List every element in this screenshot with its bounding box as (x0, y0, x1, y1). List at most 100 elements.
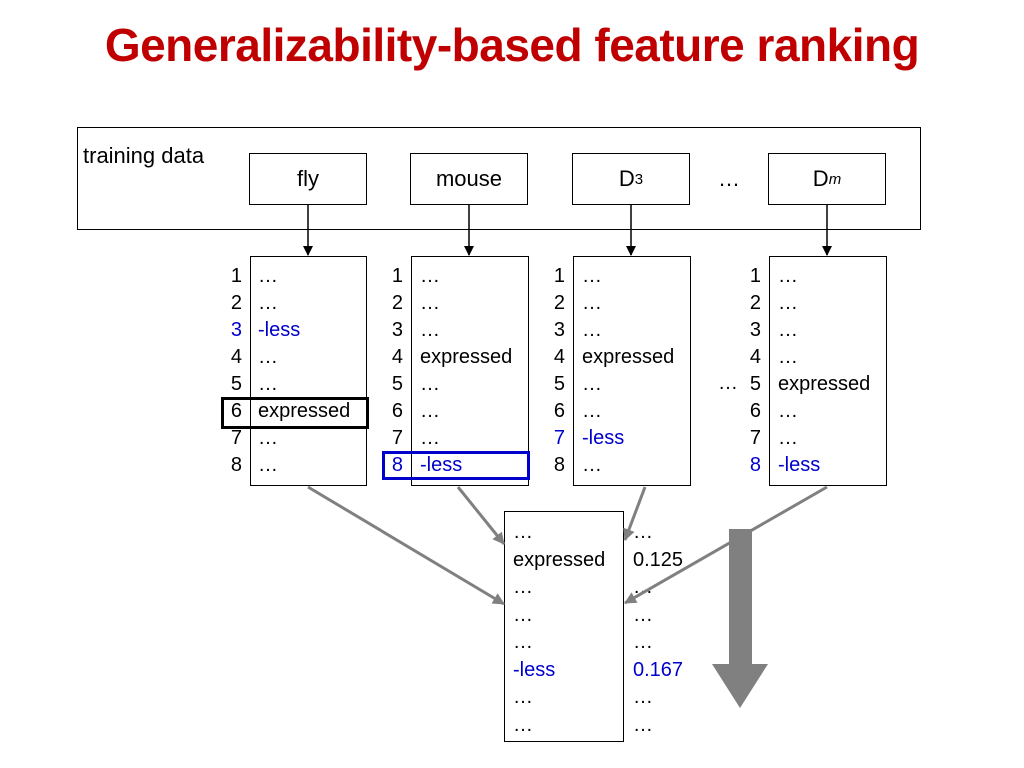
ranked-feature-dm: -less (778, 454, 821, 476)
ranked-feature-d3: … (582, 265, 602, 287)
rank-number-mouse: 1 (391, 265, 403, 287)
rank-number-dm: 6 (749, 400, 761, 422)
arrow-dm-to-result (624, 485, 828, 605)
rank-number-d3: 1 (553, 265, 565, 287)
ranked-feature-mouse: -less (420, 454, 463, 476)
ranked-feature-d3: … (582, 292, 602, 314)
rank-number-dm: 4 (749, 346, 761, 368)
rank-number-d3: 4 (553, 346, 565, 368)
ranked-feature-mouse: … (420, 292, 440, 314)
rank-number-mouse: 7 (391, 427, 403, 449)
ranked-feature-fly: … (258, 346, 278, 368)
aggregated-score: … (633, 686, 653, 708)
dataset-subscript: m (828, 170, 842, 188)
aggregated-feature: expressed (513, 548, 606, 571)
rank-number-mouse: 3 (391, 319, 403, 341)
ranked-feature-d3: … (582, 400, 602, 422)
rank-number-fly: 7 (230, 427, 242, 449)
aggregated-feature: … (513, 603, 533, 626)
ranked-feature-mouse: expressed (420, 346, 513, 368)
ranked-feature-mouse: … (420, 373, 440, 395)
highlight-less-mouse (382, 451, 530, 480)
rank-number-d3: 3 (553, 319, 565, 341)
highlight-expressed-fly (221, 397, 369, 429)
ranked-feature-dm: expressed (778, 373, 871, 395)
datasets-ellipsis: … (718, 166, 740, 191)
aggregated-score: … (633, 603, 653, 626)
aggregated-score: … (633, 631, 653, 653)
aggregated-feature: -less (513, 658, 556, 681)
rank-number-mouse: 6 (391, 400, 403, 422)
ranked-feature-fly: … (258, 427, 278, 449)
dataset-name: fly (297, 166, 319, 191)
aggregated-score: 0.167 (633, 658, 684, 681)
ranked-feature-d3: … (582, 454, 602, 476)
rank-number-d3: 8 (553, 454, 565, 476)
rank-number-fly: 2 (230, 292, 242, 314)
rank-number-dm: 3 (749, 319, 761, 341)
dataset-name: mouse (435, 166, 503, 191)
rank-number-dm: 1 (749, 265, 761, 287)
dataset-name: D (812, 166, 829, 191)
ranked-feature-dm: … (778, 265, 798, 287)
ranking-box-fly (250, 256, 367, 486)
rank-number-fly: 8 (230, 454, 242, 476)
dataset-subscript: 3 (634, 170, 644, 188)
aggregated-score: … (633, 576, 653, 598)
ranked-feature-fly: … (258, 265, 278, 287)
rank-number-fly: 3 (230, 319, 242, 341)
rank-number-fly: 4 (230, 346, 242, 368)
ranking-box-dm (769, 256, 887, 486)
aggregated-score: … (633, 713, 653, 736)
aggregated-feature: … (513, 713, 533, 736)
dataset-box-mouse: mouse (410, 153, 528, 205)
ranked-feature-fly: … (258, 373, 278, 395)
ranked-feature-dm: … (778, 346, 798, 368)
rank-number-dm: 5 (749, 373, 761, 395)
ranked-feature-d3: … (582, 373, 602, 395)
arrow-fly-to-result (307, 485, 505, 606)
aggregated-score: 0.125 (633, 548, 684, 571)
training-data-label: training data (83, 143, 205, 168)
rank-number-d3: 7 (553, 427, 565, 449)
rank-number-mouse: 5 (391, 373, 403, 395)
training-data-frame (77, 127, 921, 230)
ranked-feature-dm: … (778, 427, 798, 449)
aggregated-feature: … (513, 521, 533, 543)
aggregated-score: … (633, 521, 653, 543)
ranked-feature-dm: … (778, 319, 798, 341)
aggregated-ranking-box (504, 511, 624, 742)
ranked-feature-mouse: … (420, 400, 440, 422)
sort-down-arrow (712, 529, 768, 708)
rank-number-fly: 1 (230, 265, 242, 287)
rank-number-fly: 6 (230, 400, 242, 422)
ranking-box-mouse (411, 256, 529, 486)
rank-number-d3: 6 (553, 400, 565, 422)
ranked-feature-mouse: … (420, 265, 440, 287)
rank-number-d3: 5 (553, 373, 565, 395)
rank-number-dm: 2 (749, 292, 761, 314)
rankings-ellipsis: … (718, 372, 738, 394)
dataset-box-fly: fly (249, 153, 367, 205)
rank-number-mouse: 8 (391, 454, 403, 476)
aggregated-feature: … (513, 686, 533, 708)
ranked-feature-fly: expressed (258, 400, 351, 422)
ranked-feature-d3: … (582, 319, 602, 341)
ranked-feature-fly: … (258, 454, 278, 476)
page-title: Generalizability-based feature ranking (104, 19, 920, 71)
arrow-d3-to-result (623, 486, 647, 541)
ranked-feature-d3: expressed (582, 346, 675, 368)
rank-number-mouse: 2 (391, 292, 403, 314)
rank-number-dm: 8 (749, 454, 761, 476)
ranking-box-d3 (573, 256, 691, 486)
rank-number-d3: 2 (553, 292, 565, 314)
rank-number-fly: 5 (230, 373, 242, 395)
aggregated-feature: … (513, 576, 533, 598)
dataset-name: D (618, 166, 635, 191)
ranked-feature-d3: -less (582, 427, 625, 449)
ranked-feature-mouse: … (420, 427, 440, 449)
ranked-feature-mouse: … (420, 319, 440, 341)
